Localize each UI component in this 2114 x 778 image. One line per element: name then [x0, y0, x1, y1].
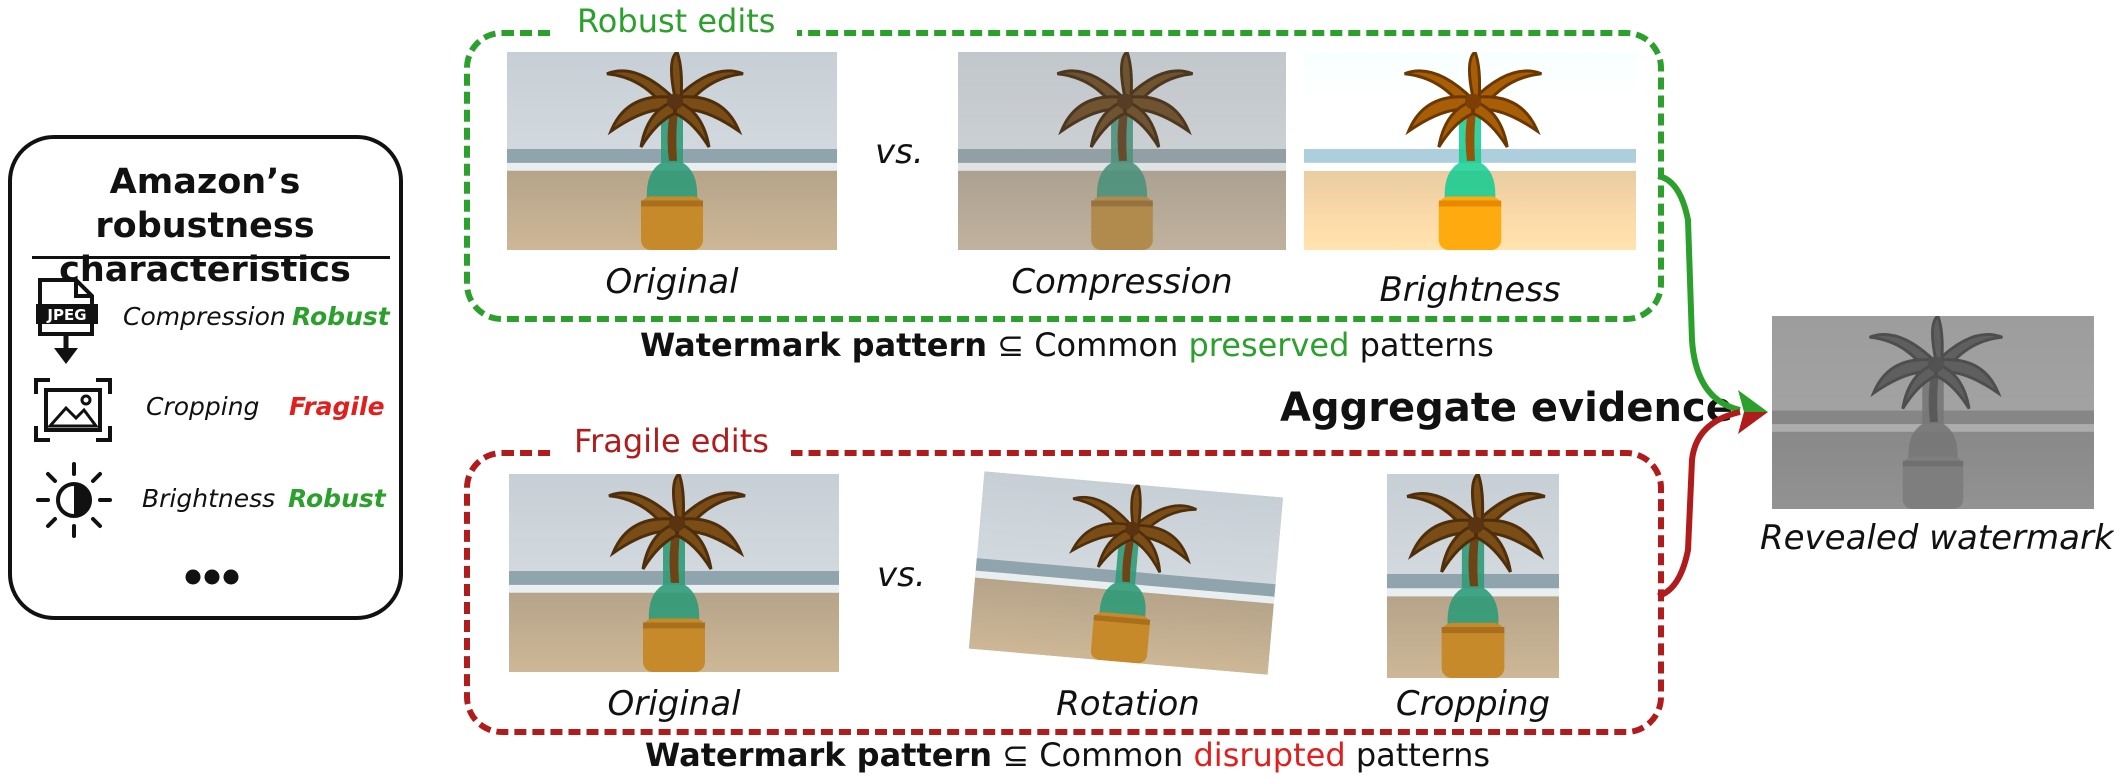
row-status-compression: Robust — [292, 302, 390, 331]
robust-brightness-image — [1304, 52, 1636, 250]
revealed-watermark-caption: Revealed watermark — [1760, 518, 2110, 558]
fragile-rotation-image — [969, 471, 1283, 674]
jpeg-file-icon: JPEG — [36, 276, 98, 368]
ellipsis-icon — [185, 568, 239, 586]
crop-image-icon — [34, 378, 112, 442]
fragile-formula: Watermark pattern ⊆ Common disrupted pat… — [645, 736, 1490, 774]
robust-caption-compression: Compression — [958, 262, 1286, 302]
robust-original-image — [507, 52, 837, 250]
fragile-edits-title: Fragile edits — [552, 422, 791, 460]
row-status-brightness: Robust — [288, 484, 386, 513]
robust-compression-image — [958, 52, 1286, 250]
row-label-brightness: Brightness — [142, 484, 275, 513]
robust-caption-original: Original — [507, 262, 837, 302]
connector-arrows — [1640, 160, 1780, 610]
fragile-vs-label: vs. — [877, 555, 926, 595]
svg-text:JPEG: JPEG — [46, 306, 86, 324]
fragile-arrowhead — [1738, 412, 1768, 434]
robust-edits-title: Robust edits — [555, 2, 797, 40]
row-label-compression: Compression — [123, 302, 286, 331]
brightness-icon — [36, 462, 112, 538]
robust-arrowhead — [1738, 390, 1768, 412]
row-label-cropping: Cropping — [146, 392, 259, 421]
fragile-caption-cropping: Cropping — [1373, 684, 1573, 724]
robust-vs-label: vs. — [875, 132, 924, 172]
fragile-original-image — [509, 474, 839, 672]
panel-title: Amazon’s robustness characteristics — [20, 160, 390, 292]
robust-formula: Watermark pattern ⊆ Common preserved pat… — [640, 326, 1494, 364]
revealed-watermark-image — [1772, 316, 2094, 509]
row-status-cropping: Fragile — [289, 392, 385, 421]
robust-caption-brightness: Brightness — [1304, 270, 1636, 310]
fragile-connector-arrow — [1658, 412, 1740, 596]
fragile-cropping-image — [1387, 474, 1559, 678]
fragile-caption-original: Original — [509, 684, 839, 724]
fragile-caption-rotation: Rotation — [958, 684, 1298, 724]
robust-connector-arrow — [1658, 176, 1740, 410]
panel-divider — [32, 256, 390, 259]
